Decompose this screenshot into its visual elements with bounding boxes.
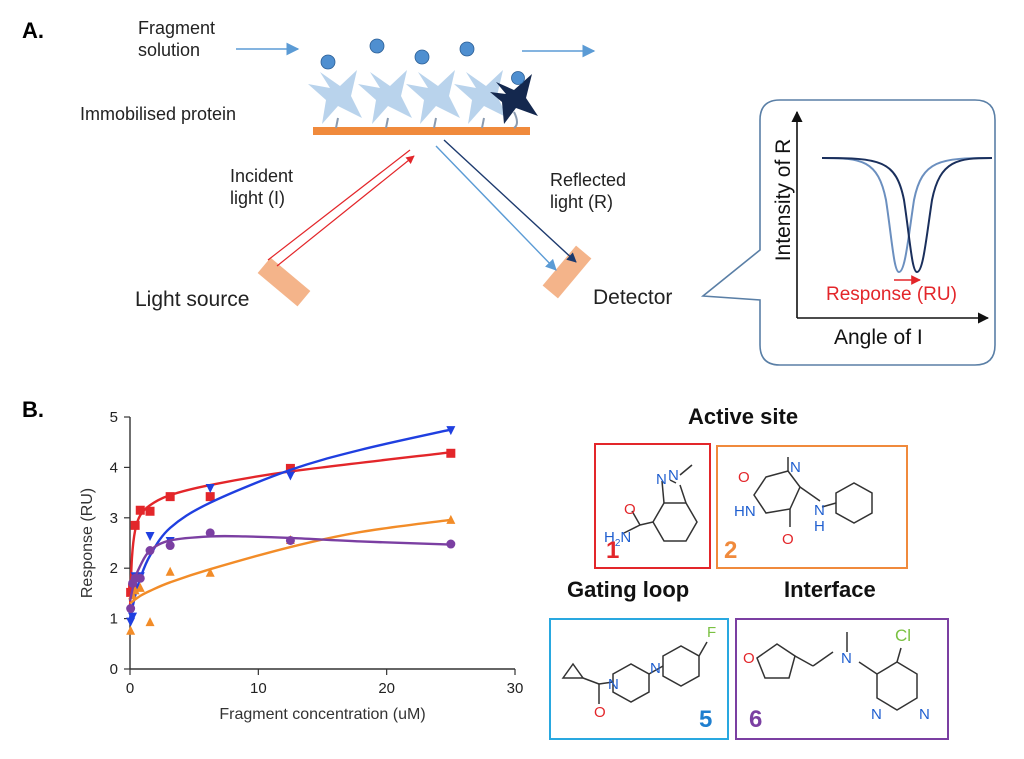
compound-2-number: 2: [724, 537, 738, 564]
active-site-title: Active site: [688, 404, 799, 429]
inset-y-axis-label: Intensity of R: [772, 138, 795, 262]
series-3-point: [165, 541, 175, 551]
fragment-solution-label: Fragment solution: [138, 18, 216, 60]
y-tick-label: 1: [110, 611, 118, 628]
compound-5-structure: [561, 641, 708, 704]
compound-5-atom-o: O: [594, 704, 606, 721]
series-2-fit-curve: [129, 518, 451, 605]
reflected-beam-light: [435, 145, 557, 271]
x-tick-label: 20: [378, 680, 395, 697]
detector-label: Detector: [593, 286, 673, 309]
sensor-surface: [313, 127, 530, 135]
incident-light-beam: [267, 149, 415, 267]
series-2-point: [446, 514, 456, 524]
inset-x-axis-label: Angle of I: [834, 326, 923, 349]
bound-protein: [490, 74, 538, 124]
compound-6-atom-o: O: [743, 650, 755, 667]
compound-1-atom-n2: N: [656, 471, 667, 488]
compound-5-atom-n1: N: [650, 660, 661, 677]
compound-6-atom-n-ring2: N: [919, 706, 930, 723]
compound-6-structure: [756, 632, 918, 711]
light-source-block: [257, 257, 311, 307]
series-3-point: [205, 528, 215, 538]
series-1-point: [205, 484, 215, 494]
series-0-point: [285, 463, 295, 473]
y-tick-label: 2: [110, 560, 118, 577]
incident-light-label: Incident light (I): [230, 166, 294, 208]
series-3-point: [446, 539, 456, 549]
x-axis-title: Fragment concentration (uM): [219, 706, 425, 723]
compound-1-amine: H2N: [604, 529, 632, 549]
series-0-point: [130, 520, 140, 530]
series-2-point: [205, 567, 215, 577]
compound-2-atom-o-top: O: [738, 469, 750, 486]
compound-2-atom-n-top: N: [790, 459, 801, 476]
y-tick-label: 5: [110, 409, 118, 426]
series-2-point: [145, 617, 155, 627]
compound-1-atom-o: O: [624, 501, 636, 518]
series-1-fit-curve: [128, 428, 452, 619]
gating-loop-title: Gating loop: [567, 577, 690, 602]
detector-inset-callout: [700, 99, 996, 366]
reflected-light-label: Reflected light (R): [550, 170, 627, 212]
compound-5-number: 5: [699, 706, 713, 733]
y-tick-label: 4: [110, 459, 118, 476]
x-tick-label: 10: [250, 680, 267, 697]
immobilised-protein-label: Immobilised protein: [80, 104, 237, 124]
series-3-point: [145, 546, 155, 556]
series-1-point: [128, 612, 138, 622]
spr-schematic: [236, 38, 996, 366]
panel-a-letter: A.: [22, 18, 44, 43]
interface-title: Interface: [784, 577, 876, 602]
compound-1-number: 1: [606, 537, 620, 564]
compound-2-atom-o-bot: O: [782, 531, 794, 548]
series-3-point: [135, 573, 145, 583]
compound-2-structure: [753, 457, 873, 527]
x-tick-label: 30: [507, 680, 524, 697]
compound-5-box: F N N O 5: [549, 618, 729, 740]
series-2-point: [126, 625, 136, 635]
detector-block: [542, 245, 592, 299]
compound-2-atom-nh: N H: [814, 502, 825, 535]
light-source-label: Light source: [135, 288, 250, 311]
y-axis-title: Response (RU): [79, 488, 96, 598]
x-tick-label: 0: [126, 680, 134, 697]
compound-1-atom-n1: N: [668, 467, 679, 484]
series-0-point: [205, 492, 215, 502]
compound-2-atom-hn: HN: [734, 503, 756, 520]
compound-5-atom-f: F: [707, 624, 717, 641]
reflected-beam-dark: [443, 139, 577, 263]
series-3-point: [126, 604, 136, 614]
compound-6-box: O N Cl N N 6: [735, 618, 949, 740]
series-1-point: [285, 471, 295, 481]
inset-curve-after: [821, 157, 993, 274]
compound-2-box: O N HN O N H 2: [716, 445, 908, 569]
compound-6-atom-n-ring1: N: [871, 706, 882, 723]
panel-b-letter: B.: [22, 397, 44, 422]
series-0-point: [165, 492, 175, 502]
series-0-point: [446, 448, 456, 458]
compound-1-structure: [623, 464, 698, 542]
compound-6-atom-cl: Cl: [895, 626, 912, 645]
y-tick-label: 0: [110, 661, 118, 678]
compound-6-number: 6: [749, 706, 763, 733]
compound-5-atom-n2: N: [608, 676, 619, 693]
inset-response-label: Response (RU): [826, 284, 957, 305]
series-3-point: [285, 535, 295, 545]
series-2-point: [135, 582, 145, 592]
inset-curve-before: [821, 157, 993, 274]
series-1-point: [446, 426, 456, 436]
y-tick-label: 3: [110, 510, 118, 527]
series-0-point: [145, 506, 155, 516]
fragments: [320, 38, 525, 85]
series-3-fit-curve: [128, 534, 451, 602]
series-2-point: [165, 566, 175, 576]
compound-6-atom-n: N: [841, 650, 852, 667]
series-1-point: [145, 531, 155, 541]
series-0-point: [135, 505, 145, 515]
compound-1-box: N N O H2N 1: [594, 443, 711, 569]
immobilised-proteins: [308, 70, 508, 124]
